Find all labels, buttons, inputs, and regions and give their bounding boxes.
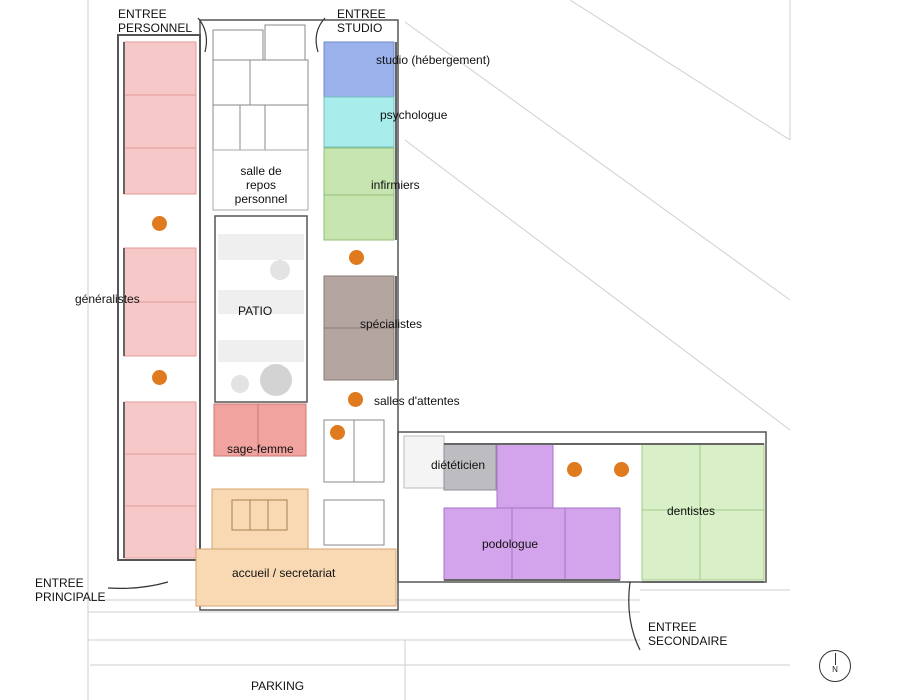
zone-sanitary: [323, 419, 385, 546]
zone-east-wing: [403, 435, 765, 583]
waiting-dot-2: [152, 370, 167, 385]
compass-north-label: N: [832, 665, 838, 674]
zone-patio: [214, 215, 308, 403]
waiting-dot-4: [348, 392, 363, 407]
label-podologue: podologue: [482, 537, 539, 551]
waiting-dot-3: [349, 250, 364, 265]
waiting-dot-1: [152, 216, 167, 231]
waiting-dot-5: [330, 425, 345, 440]
waiting-dot-7: [614, 462, 629, 477]
zone-sage-femme: [213, 403, 307, 457]
compass-north-icon: N: [819, 650, 851, 682]
label-dieteticien: diététicien: [431, 458, 486, 472]
waiting-dot-6: [567, 462, 582, 477]
label-sage-femme: sage-femme: [227, 442, 294, 456]
zone-generalistes: [123, 41, 197, 559]
label-studio: studio (hébergement): [376, 53, 491, 67]
zone-accueil: [195, 488, 397, 607]
label-parking: PARKING: [251, 679, 305, 693]
label-patio: PATIO: [238, 304, 273, 318]
label-accueil: accueil / secretariat: [232, 566, 336, 580]
entrance-arrow-icon: [107, 17, 641, 651]
zone-staff-block: [212, 24, 309, 211]
label-psychologue: psychologue: [380, 108, 448, 122]
building-outline: [117, 19, 767, 611]
zone-right-column: [323, 41, 397, 381]
label-dentistes: dentistes: [667, 504, 716, 518]
label-generalistes: généralistes: [75, 292, 140, 306]
label-infirmiers: infirmiers: [371, 178, 420, 192]
label-salles-attentes: salles d'attentes: [374, 394, 460, 408]
label-specialistes: spécialistes: [360, 317, 423, 331]
